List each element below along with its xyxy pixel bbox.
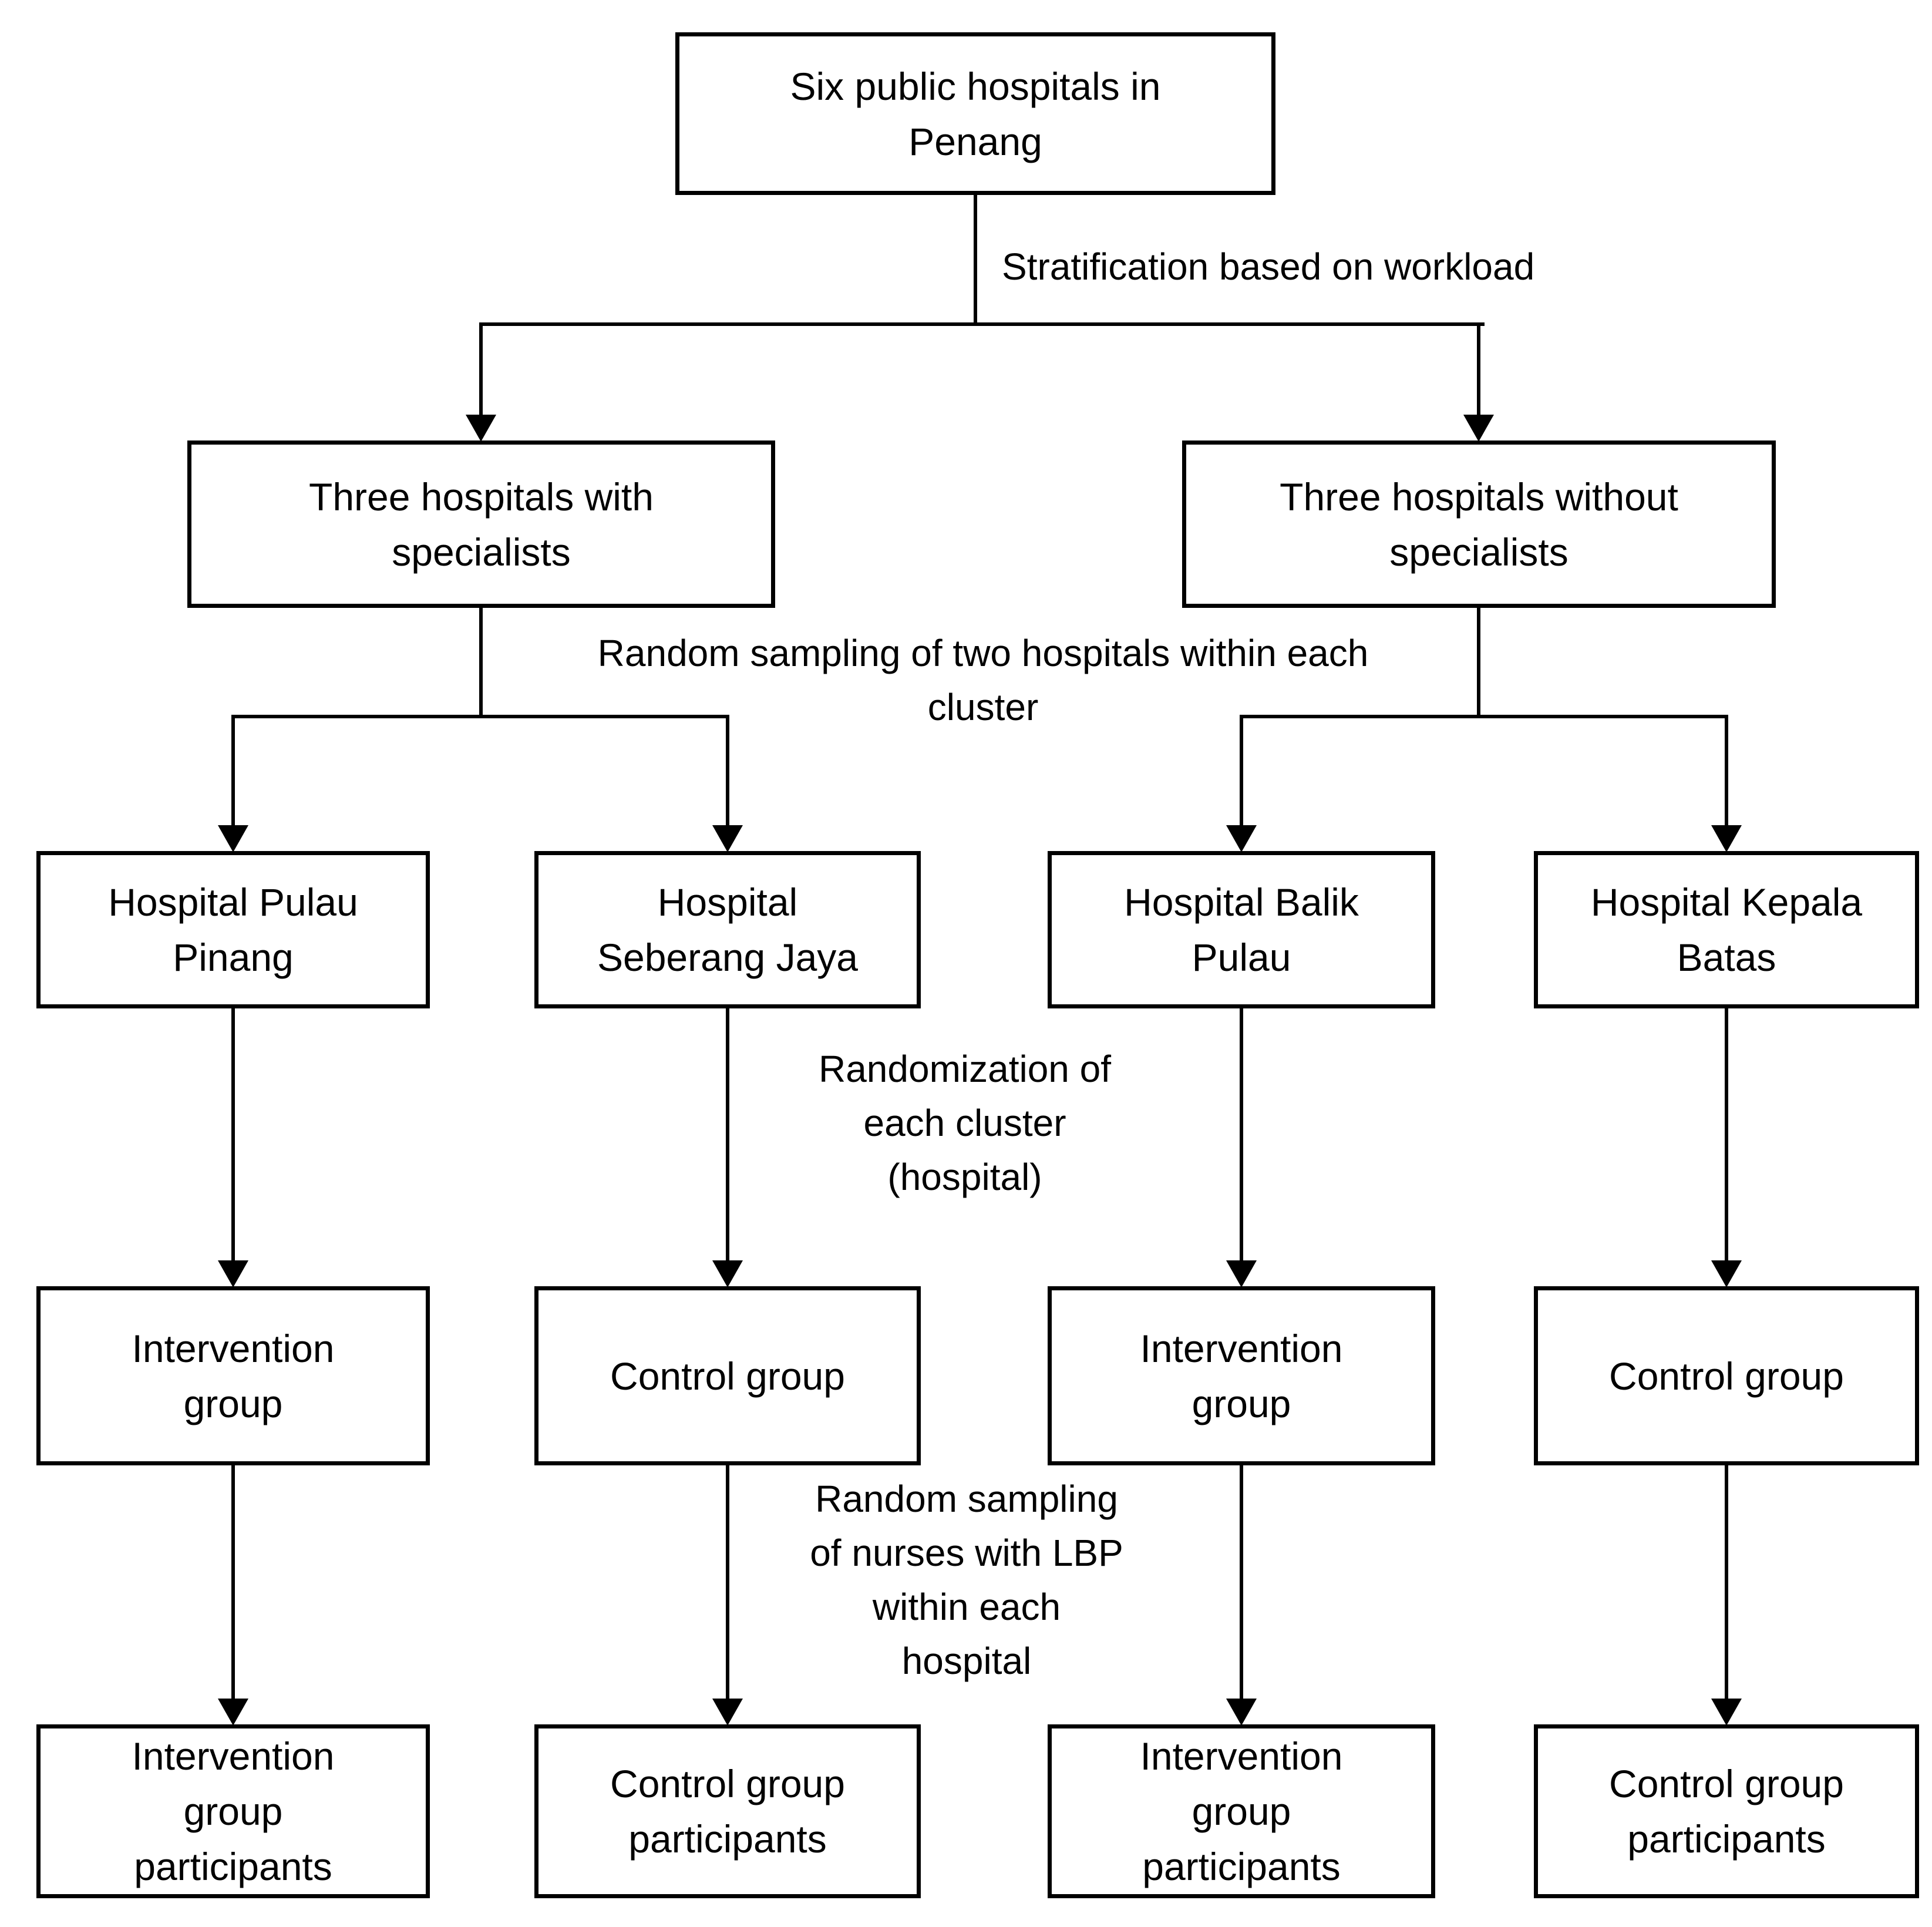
box-control-group-participants-left: Control group participants bbox=[534, 1724, 921, 1898]
connector-without-cluster-stem bbox=[1477, 607, 1480, 718]
box-control-group-left-label: Control group bbox=[610, 1354, 845, 1398]
box-intervention-group-participants-right-label: Intervention group participants bbox=[1140, 1734, 1343, 1888]
connector-hospital3-to-group3 bbox=[1240, 1007, 1243, 1262]
arrow-down-icon bbox=[218, 825, 248, 852]
connector-col2-drop bbox=[726, 715, 729, 827]
box-intervention-group-participants-right: Intervention group participants bbox=[1048, 1724, 1435, 1898]
box-intervention-group-left: Intervention group bbox=[36, 1286, 430, 1465]
box-hospital-seberang-jaya: Hospital Seberang Jaya bbox=[534, 851, 921, 1008]
arrow-down-icon bbox=[712, 1699, 743, 1726]
connector-hospital4-to-group4 bbox=[1725, 1007, 1728, 1262]
box-six-public-hospitals: Six public hospitals in Penang bbox=[675, 32, 1275, 195]
box-control-group-left: Control group bbox=[534, 1286, 921, 1465]
box-three-hospitals-with-specialists: Three hospitals with specialists bbox=[187, 440, 775, 608]
connector-root-stem bbox=[974, 194, 977, 326]
connector-col4-drop bbox=[1725, 715, 1728, 827]
connector-stratification-left-drop bbox=[479, 322, 483, 416]
box-hospital-balik-pulau-label: Hospital Balik Pulau bbox=[1124, 880, 1359, 979]
arrow-down-icon bbox=[712, 1260, 743, 1287]
connector-hospital2-to-group2 bbox=[726, 1007, 729, 1262]
connector-group1-to-participants1 bbox=[231, 1464, 235, 1700]
connector-hospital1-to-group1 bbox=[231, 1007, 235, 1262]
box-six-public-hospitals-label: Six public hospitals in Penang bbox=[790, 64, 1161, 163]
box-three-hospitals-without-specialists: Three hospitals without specialists bbox=[1182, 440, 1776, 608]
box-hospital-seberang-jaya-label: Hospital Seberang Jaya bbox=[597, 880, 858, 979]
box-hospital-balik-pulau: Hospital Balik Pulau bbox=[1048, 851, 1435, 1008]
arrow-down-icon bbox=[1711, 1260, 1742, 1287]
arrow-down-icon bbox=[1226, 825, 1257, 852]
connector-stratification-right-drop bbox=[1477, 322, 1480, 416]
box-three-hospitals-without-specialists-label: Three hospitals without specialists bbox=[1280, 475, 1678, 574]
label-hospital-sampling: Random sampling of two hospitals within … bbox=[597, 632, 1369, 728]
label-stratification: Stratification based on workload bbox=[1002, 246, 1535, 288]
box-hospital-pulau-pinang-label: Hospital Pulau Pinang bbox=[108, 880, 358, 979]
connector-with-cluster-stem bbox=[479, 607, 483, 718]
box-hospital-pulau-pinang: Hospital Pulau Pinang bbox=[36, 851, 430, 1008]
connector-left-split-horizontal bbox=[231, 715, 729, 718]
box-intervention-group-right: Intervention group bbox=[1048, 1286, 1435, 1465]
box-intervention-group-left-label: Intervention group bbox=[132, 1326, 335, 1425]
box-control-group-participants-right: Control group participants bbox=[1534, 1724, 1919, 1898]
box-control-group-participants-right-label: Control group participants bbox=[1609, 1762, 1844, 1861]
arrow-down-icon bbox=[218, 1260, 248, 1287]
box-intervention-group-participants-left-label: Intervention group participants bbox=[132, 1734, 335, 1888]
connector-group4-to-participants4 bbox=[1725, 1464, 1728, 1700]
box-intervention-group-right-label: Intervention group bbox=[1140, 1326, 1343, 1425]
connector-col1-drop bbox=[231, 715, 235, 827]
connector-group2-to-participants2 bbox=[726, 1464, 729, 1700]
box-control-group-right: Control group bbox=[1534, 1286, 1919, 1465]
connector-group3-to-participants3 bbox=[1240, 1464, 1243, 1700]
arrow-down-icon bbox=[1226, 1699, 1257, 1726]
arrow-down-icon bbox=[1226, 1260, 1257, 1287]
label-nurse-sampling: Random sampling of nurses with LBP withi… bbox=[810, 1478, 1123, 1682]
arrow-down-icon bbox=[466, 415, 496, 442]
box-hospital-kepala-batas: Hospital Kepala Batas bbox=[1534, 851, 1919, 1008]
arrow-down-icon bbox=[1711, 825, 1742, 852]
box-control-group-participants-left-label: Control group participants bbox=[610, 1762, 845, 1861]
arrow-down-icon bbox=[1463, 415, 1494, 442]
box-three-hospitals-with-specialists-label: Three hospitals with specialists bbox=[309, 475, 654, 574]
arrow-down-icon bbox=[1711, 1699, 1742, 1726]
connector-right-split-horizontal bbox=[1240, 715, 1728, 718]
arrow-down-icon bbox=[218, 1699, 248, 1726]
connector-stratification-horizontal bbox=[480, 322, 1485, 326]
label-randomization: Randomization of each cluster (hospital) bbox=[818, 1048, 1112, 1198]
connector-col3-drop bbox=[1240, 715, 1243, 827]
box-control-group-right-label: Control group bbox=[1609, 1354, 1844, 1398]
box-hospital-kepala-batas-label: Hospital Kepala Batas bbox=[1590, 880, 1863, 979]
box-intervention-group-participants-left: Intervention group participants bbox=[36, 1724, 430, 1898]
arrow-down-icon bbox=[712, 825, 743, 852]
